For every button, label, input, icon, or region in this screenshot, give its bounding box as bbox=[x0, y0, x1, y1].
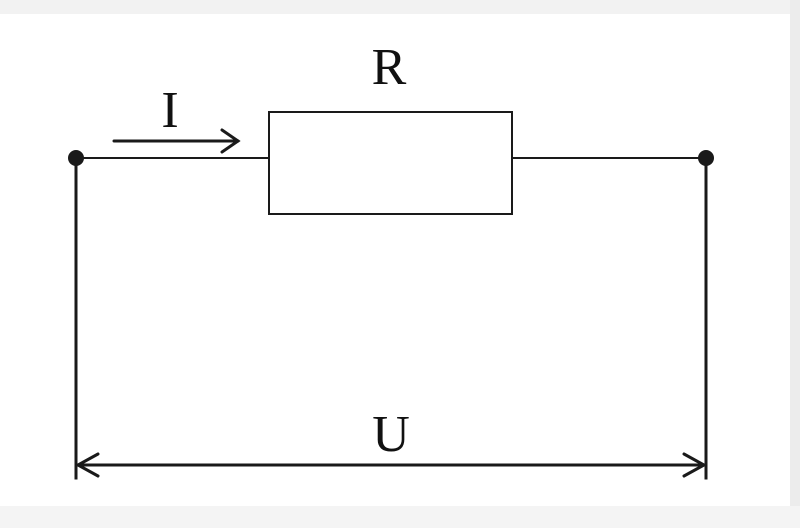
bottom-frame-strip bbox=[0, 506, 800, 528]
voltage-arrow bbox=[74, 452, 708, 478]
current-label: I bbox=[161, 82, 178, 139]
voltage-right-arrowhead-icon bbox=[682, 452, 708, 478]
current-arrow bbox=[112, 128, 241, 154]
right-terminal-node bbox=[698, 150, 714, 166]
circuit-wires bbox=[74, 156, 708, 480]
right-frame-strip bbox=[790, 0, 800, 528]
voltage-left-arrowhead-icon bbox=[74, 452, 100, 478]
current-arrowhead-icon bbox=[220, 128, 241, 154]
voltage-label: U bbox=[372, 406, 410, 463]
resistor-label: R bbox=[372, 39, 407, 96]
left-terminal-node bbox=[68, 150, 84, 166]
top-frame-strip bbox=[0, 0, 800, 14]
resistor-symbol bbox=[268, 111, 513, 215]
